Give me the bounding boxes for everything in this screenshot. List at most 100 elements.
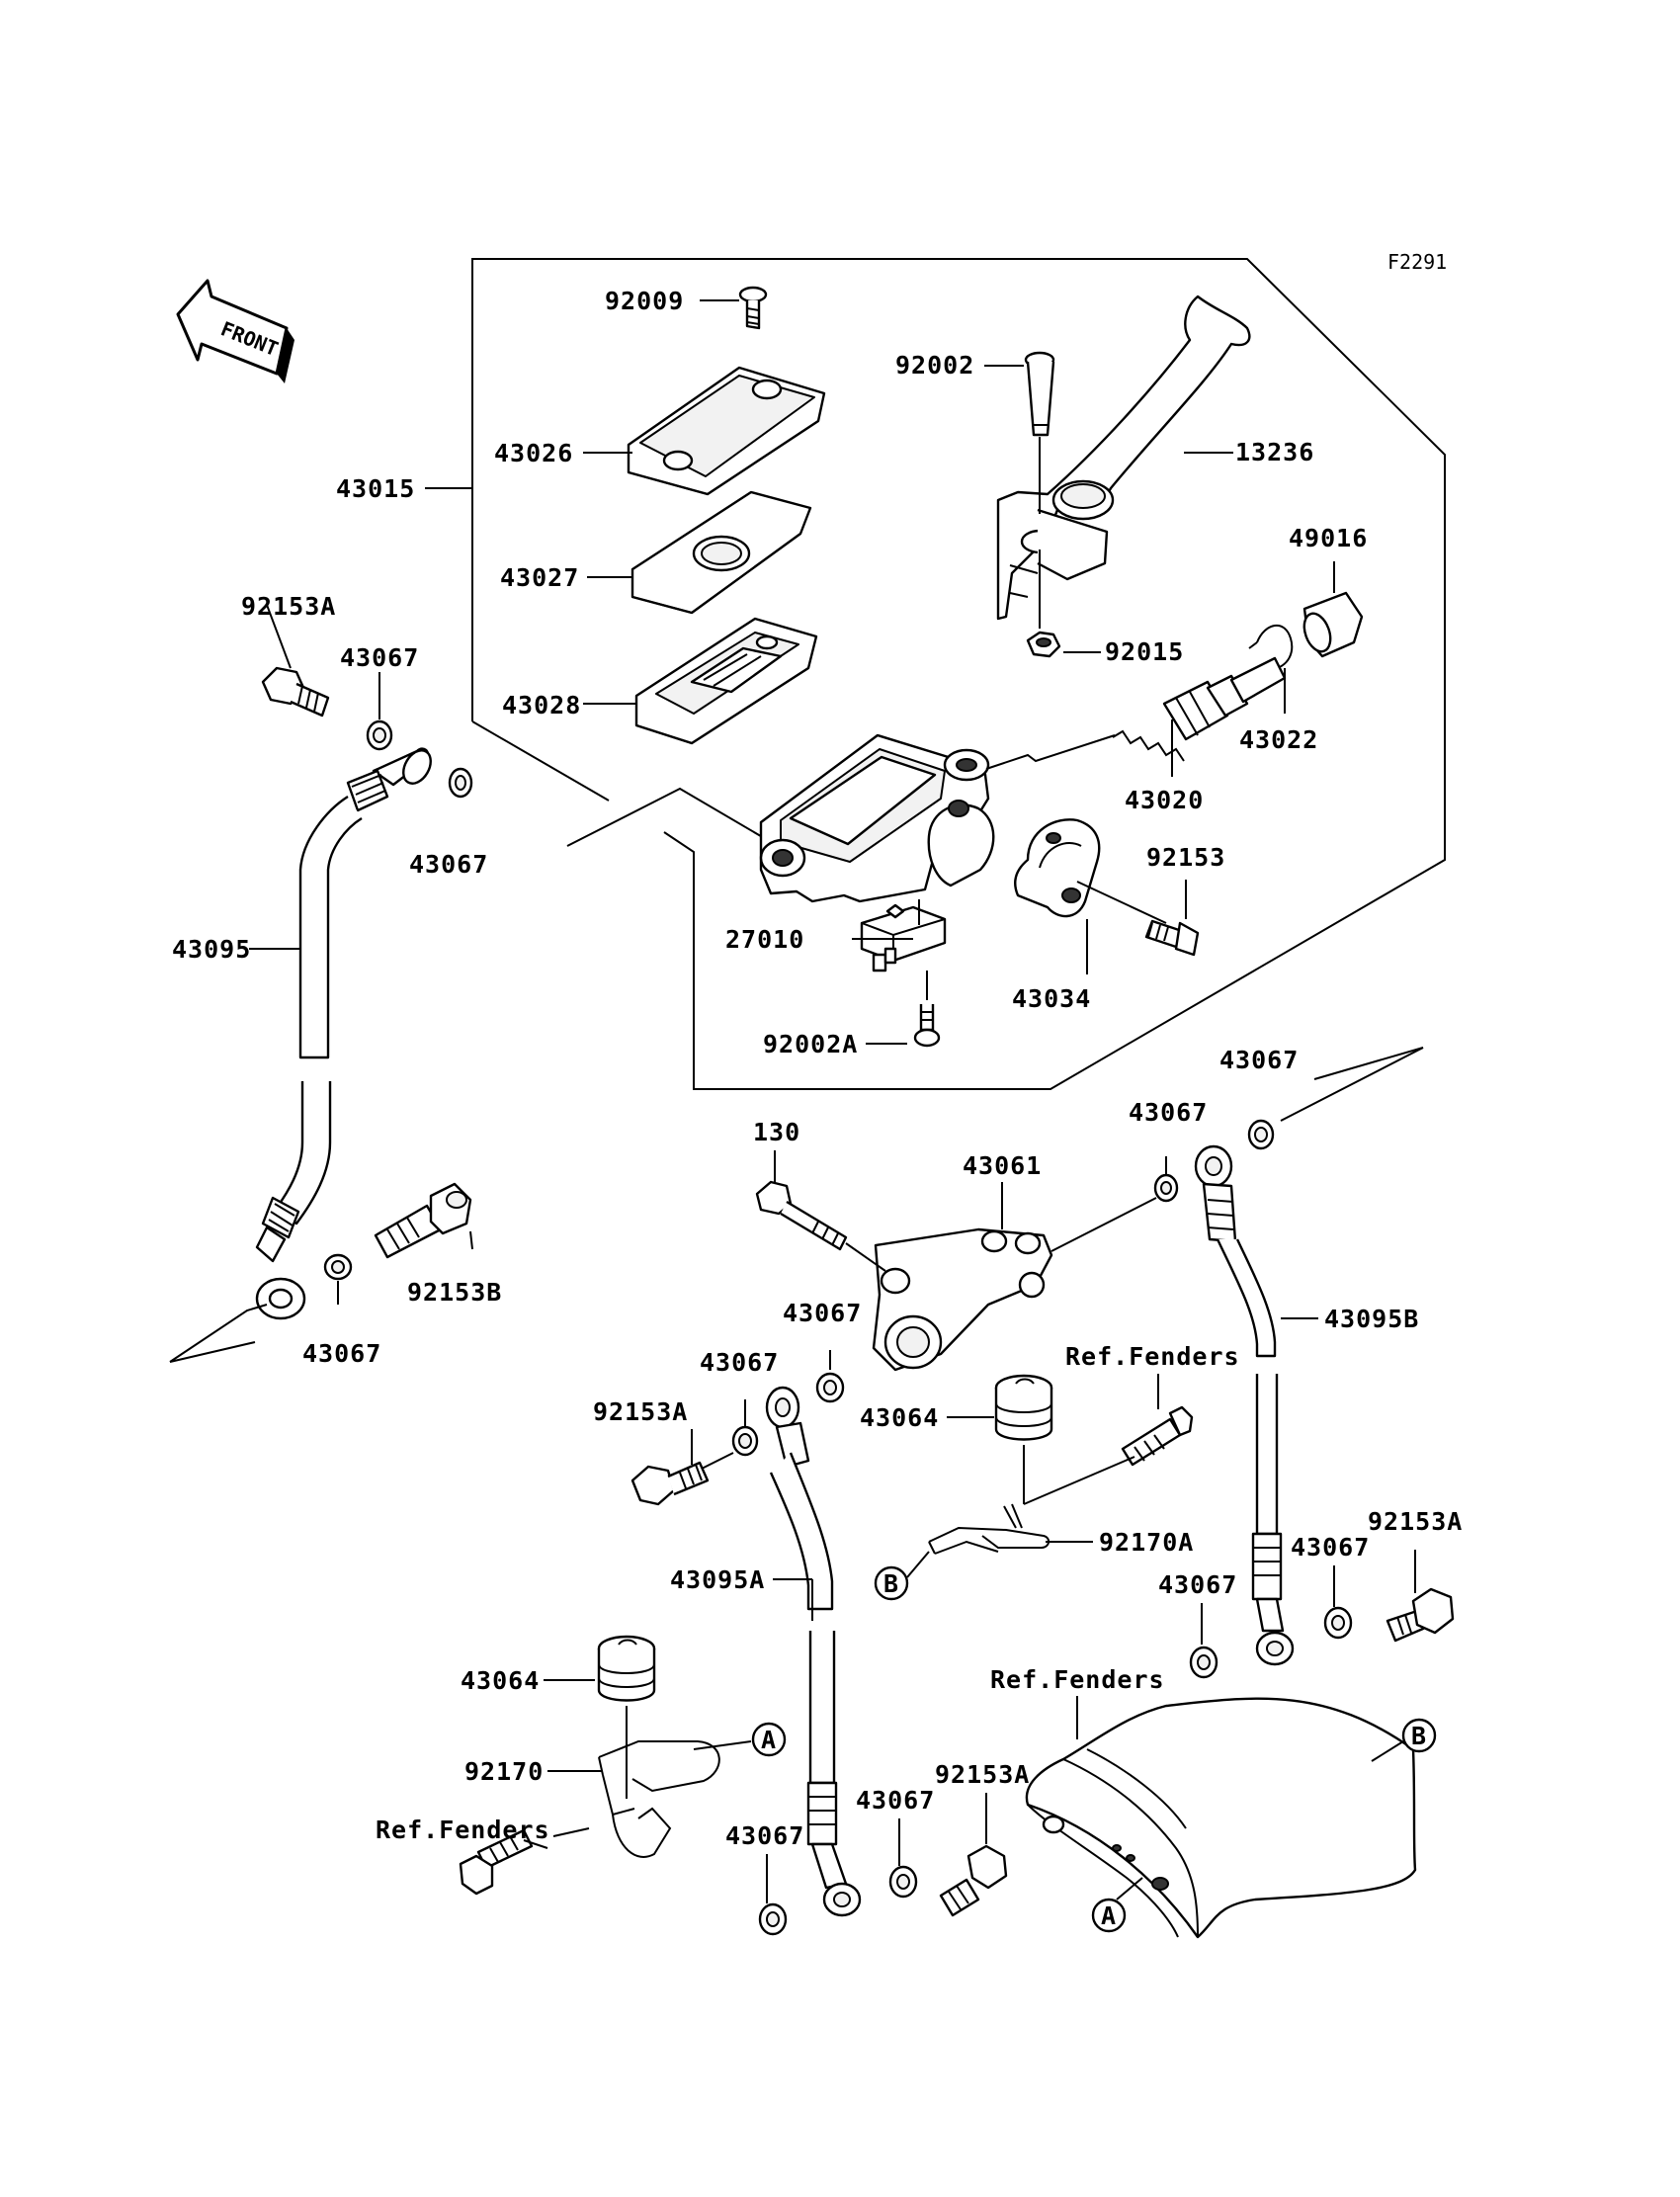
label-43034: 43034 <box>1012 984 1091 1013</box>
label-43067: 43067 <box>783 1299 862 1327</box>
label-43027: 43027 <box>500 563 579 592</box>
bolt-130-icon <box>755 1180 848 1251</box>
diaphragm-43028-icon <box>634 617 818 745</box>
washer-43067-icon <box>731 1425 759 1457</box>
label-92002A: 92002A <box>763 1030 858 1058</box>
svg-text:B: B <box>1411 1722 1427 1750</box>
label-43067: 43067 <box>302 1339 381 1368</box>
clamp-43034-icon <box>1014 818 1101 918</box>
grommet-43064-icon <box>597 1635 656 1702</box>
fender-icon <box>1025 1697 1417 1939</box>
banjo-bolt-92153A-icon <box>939 1844 1008 1917</box>
washer-43067-icon <box>758 1902 788 1936</box>
label-92153A: 92153A <box>593 1397 688 1426</box>
label-92009: 92009 <box>605 287 684 315</box>
label-43022: 43022 <box>1239 725 1318 754</box>
label-92015: 92015 <box>1105 637 1184 666</box>
master-cylinder-body-icon <box>759 733 995 903</box>
reservoir-cap-43026-icon <box>627 366 826 496</box>
label-92153A: 92153A <box>1368 1507 1463 1536</box>
label-43095: 43095 <box>172 935 251 964</box>
banjo-bolt-92153B-icon <box>374 1182 472 1259</box>
svg-text:A: A <box>761 1726 777 1754</box>
label-43067: 43067 <box>725 1821 804 1850</box>
callout-b-upper: B <box>874 1565 909 1601</box>
fender-bolt-icon <box>459 1828 534 1896</box>
screw-92002A-icon <box>913 1004 941 1048</box>
washer-43067-icon <box>1189 1646 1218 1679</box>
label-43015: 43015 <box>336 474 415 503</box>
brake-hose-43095B-icon <box>1194 1144 1295 1666</box>
label-43067: 43067 <box>1158 1570 1237 1599</box>
label-13236: 13236 <box>1235 438 1314 466</box>
washer-43067-icon <box>323 1253 353 1281</box>
label-43067: 43067 <box>409 850 488 879</box>
label-92170: 92170 <box>464 1757 544 1786</box>
joint-43061-icon <box>872 1227 1053 1372</box>
grommet-43064-icon <box>994 1374 1053 1441</box>
washer-43067-icon <box>888 1865 918 1899</box>
label-43095A: 43095A <box>670 1565 765 1594</box>
assembly-boundary-lower <box>471 720 610 802</box>
banjo-bolt-92153A-icon <box>261 666 330 718</box>
label-43067: 43067 <box>1291 1533 1370 1562</box>
svg-text:A: A <box>1101 1901 1117 1930</box>
svg-text:B: B <box>883 1569 899 1598</box>
label-43095B: 43095B <box>1324 1305 1419 1333</box>
fender-bolt-icon <box>1121 1405 1194 1467</box>
piston-kit-43020-icon <box>1112 656 1287 762</box>
label-130: 130 <box>753 1118 800 1146</box>
callout-a-upper: A <box>751 1722 787 1757</box>
label-ref-fenders: Ref.Fenders <box>990 1665 1165 1694</box>
leader-43015-to-body <box>566 787 772 847</box>
washer-43067-icon <box>1323 1606 1353 1640</box>
label-92002: 92002 <box>895 351 974 380</box>
label-43067: 43067 <box>340 643 419 672</box>
label-43028: 43028 <box>502 691 581 719</box>
bracket-92170-icon <box>598 1740 720 1858</box>
label-43020: 43020 <box>1125 786 1204 814</box>
label-43064: 43064 <box>860 1403 939 1432</box>
label-92153A: 92153A <box>935 1760 1030 1789</box>
label-43067: 43067 <box>856 1786 935 1815</box>
bracket-92170A-icon <box>928 1503 1050 1555</box>
washer-43067-icon <box>448 767 473 799</box>
brake-lever-13236-icon <box>996 295 1251 621</box>
brake-hose-43095-icon <box>255 747 432 1320</box>
diaphragm-plate-43027-icon <box>630 490 812 615</box>
assembly-boundary <box>471 258 1446 1090</box>
label-92153: 92153 <box>1146 843 1225 872</box>
label-43061: 43061 <box>963 1151 1042 1180</box>
dust-boot-49016-icon <box>1302 591 1364 658</box>
switch-27010-icon <box>860 903 947 972</box>
label-27010: 27010 <box>725 925 804 954</box>
label-92170A: 92170A <box>1099 1528 1194 1557</box>
label-92153A: 92153A <box>241 592 336 621</box>
label-43067: 43067 <box>1219 1046 1299 1074</box>
callout-b-lower: B <box>1401 1718 1437 1753</box>
banjo-bolt-92153A-icon <box>1386 1587 1455 1643</box>
washer-43067-icon <box>366 719 393 751</box>
label-ref-fenders: Ref.Fenders <box>1065 1342 1240 1371</box>
leader-lines <box>169 299 1424 1903</box>
washer-43067-icon <box>1247 1119 1275 1150</box>
bolt-92153-icon <box>1144 919 1200 957</box>
washer-43067-icon <box>815 1372 845 1403</box>
brake-hose-43095A-icon <box>765 1386 862 1917</box>
part-labels: 92009 92002 13236 43026 43015 43027 4901… <box>172 287 1463 1850</box>
callout-a-lower: A <box>1091 1898 1127 1933</box>
label-49016: 49016 <box>1289 524 1368 552</box>
label-43067: 43067 <box>700 1348 779 1377</box>
washer-43067-icon <box>1153 1173 1179 1203</box>
label-ref-fenders: Ref.Fenders <box>376 1816 550 1844</box>
label-43067: 43067 <box>1129 1098 1208 1127</box>
screw-92009-icon <box>738 286 768 330</box>
figure-code: F2291 <box>1387 250 1447 274</box>
label-43026: 43026 <box>494 439 573 467</box>
label-92153B: 92153B <box>407 1278 502 1307</box>
nut-92015-icon <box>1026 631 1061 658</box>
banjo-bolt-92153A-icon <box>630 1461 710 1506</box>
pivot-bolt-92002-icon <box>1024 351 1055 437</box>
label-43064: 43064 <box>461 1666 540 1695</box>
